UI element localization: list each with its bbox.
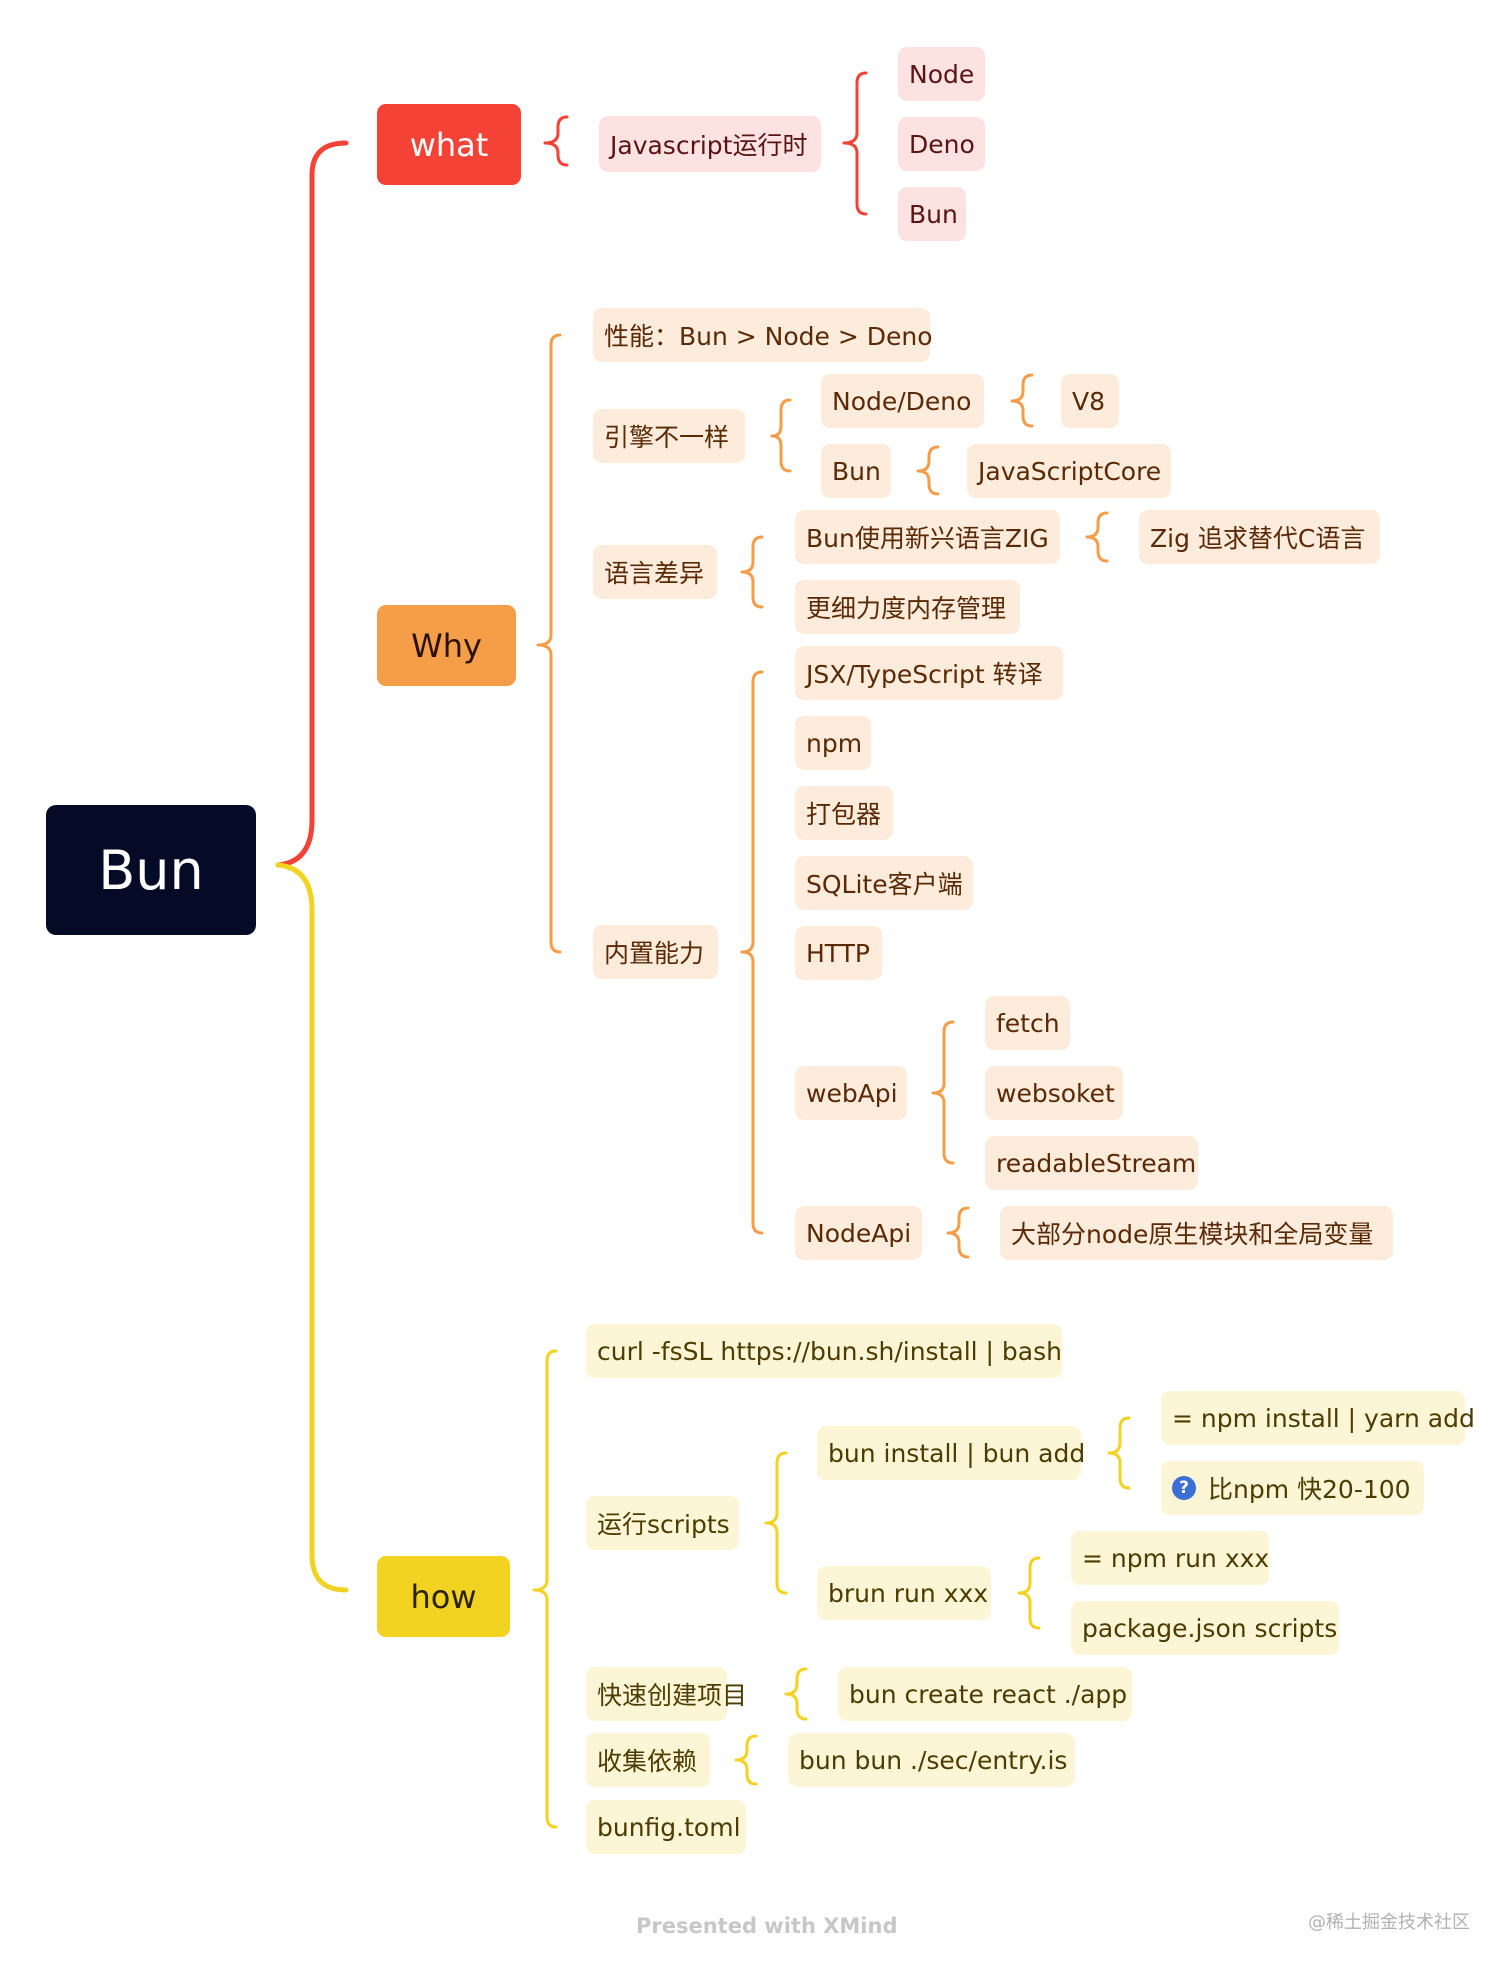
topic-builtin[interactable]: 内置能力 — [593, 925, 718, 979]
topic-webapi-readablestream[interactable]: readableStream — [985, 1136, 1198, 1190]
topic-engine-bun[interactable]: Bun — [821, 444, 891, 498]
brace-engine — [770, 398, 792, 473]
topic-run-scripts[interactable]: 运行scripts — [586, 1496, 739, 1550]
connector-root-what — [275, 140, 349, 868]
brace-zig — [1085, 511, 1109, 563]
topic-language-memory[interactable]: 更细力度内存管理 — [795, 580, 1020, 634]
topic-install-cmd[interactable]: curl -fsSL https://bun.sh/install | bash — [586, 1324, 1062, 1378]
brace-how — [532, 1349, 558, 1829]
topic-collect-cmd[interactable]: bun bun ./sec/entry.is — [788, 1733, 1075, 1787]
brace-brun — [1017, 1556, 1041, 1630]
brace-language — [740, 535, 764, 609]
topic-why[interactable]: Why — [377, 605, 516, 686]
brace-jsc — [916, 445, 940, 496]
topic-bun-install[interactable]: bun install | bun add — [817, 1426, 1085, 1480]
brace-nodeapi — [946, 1206, 970, 1259]
topic-how[interactable]: how — [377, 1556, 510, 1637]
topic-engine-v8[interactable]: V8 — [1061, 374, 1119, 428]
topic-create-project[interactable]: 快速创建项目 — [586, 1667, 747, 1721]
topic-faster-note[interactable]: ? 比npm 快20-100 — [1161, 1461, 1424, 1515]
topic-eq-npm-install[interactable]: = npm install | yarn add — [1161, 1391, 1475, 1445]
topic-language[interactable]: 语言差异 — [593, 545, 717, 599]
topic-runtime-bun[interactable]: Bun — [898, 187, 966, 241]
topic-nodeapi-desc[interactable]: 大部分node原生模块和全局变量 — [1000, 1206, 1393, 1260]
topic-runtime-node[interactable]: Node — [898, 47, 985, 101]
topic-package-json-scripts[interactable]: package.json scripts — [1071, 1601, 1339, 1655]
brace-create — [784, 1667, 808, 1721]
brace-bun-install — [1107, 1416, 1131, 1490]
topic-webapi-fetch[interactable]: fetch — [985, 996, 1070, 1050]
brace-runtimes — [842, 71, 868, 216]
topic-js-runtime[interactable]: Javascript运行时 — [599, 116, 821, 172]
root-topic[interactable]: Bun — [46, 805, 256, 935]
presented-with-xmind: Presented with XMind — [636, 1914, 898, 1938]
topic-builtin-sqlite[interactable]: SQLite客户端 — [795, 856, 973, 910]
topic-builtin-webapi[interactable]: webApi — [795, 1066, 907, 1120]
topic-builtin-transpile[interactable]: JSX/TypeScript 转译 — [795, 646, 1063, 700]
brace-webapi — [931, 1020, 955, 1165]
topic-eq-npm-run[interactable]: = npm run xxx — [1071, 1531, 1269, 1585]
faster-label: 比npm 快20-100 — [1208, 1475, 1411, 1504]
topic-webapi-websoket[interactable]: websoket — [985, 1066, 1123, 1120]
brace-why — [536, 333, 562, 954]
topic-builtin-npm[interactable]: npm — [795, 716, 871, 770]
connector-root-how — [275, 862, 349, 1593]
topic-brun-run[interactable]: brun run xxx — [817, 1566, 991, 1620]
topic-engine[interactable]: 引擎不一样 — [593, 409, 745, 463]
topic-runtime-deno[interactable]: Deno — [898, 117, 985, 171]
brace-builtin — [740, 670, 764, 1235]
topic-create-cmd[interactable]: bun create react ./app — [838, 1667, 1132, 1721]
topic-language-zig-goal[interactable]: Zig 追求替代C语言 — [1139, 510, 1380, 564]
topic-engine-jsc[interactable]: JavaScriptCore — [967, 444, 1171, 498]
brace-collect — [734, 1734, 758, 1786]
watermark-juejin: @稀土掘金技术社区 — [1308, 1912, 1470, 1933]
topic-engine-node-deno[interactable]: Node/Deno — [821, 374, 984, 428]
topic-builtin-bundler[interactable]: 打包器 — [795, 786, 893, 840]
brace-what — [543, 115, 569, 167]
question-circle-icon[interactable]: ? — [1172, 1476, 1196, 1500]
topic-what[interactable]: what — [377, 104, 521, 185]
brace-v8 — [1010, 373, 1034, 428]
topic-performance[interactable]: 性能：Bun > Node > Deno — [593, 308, 933, 362]
brace-scripts — [764, 1451, 788, 1595]
topic-bunfig[interactable]: bunfig.toml — [586, 1800, 746, 1854]
topic-builtin-nodeapi[interactable]: NodeApi — [795, 1206, 922, 1260]
topic-collect-deps[interactable]: 收集依赖 — [586, 1733, 710, 1787]
topic-builtin-http[interactable]: HTTP — [795, 926, 882, 980]
topic-language-zig[interactable]: Bun使用新兴语言ZIG — [795, 510, 1060, 564]
